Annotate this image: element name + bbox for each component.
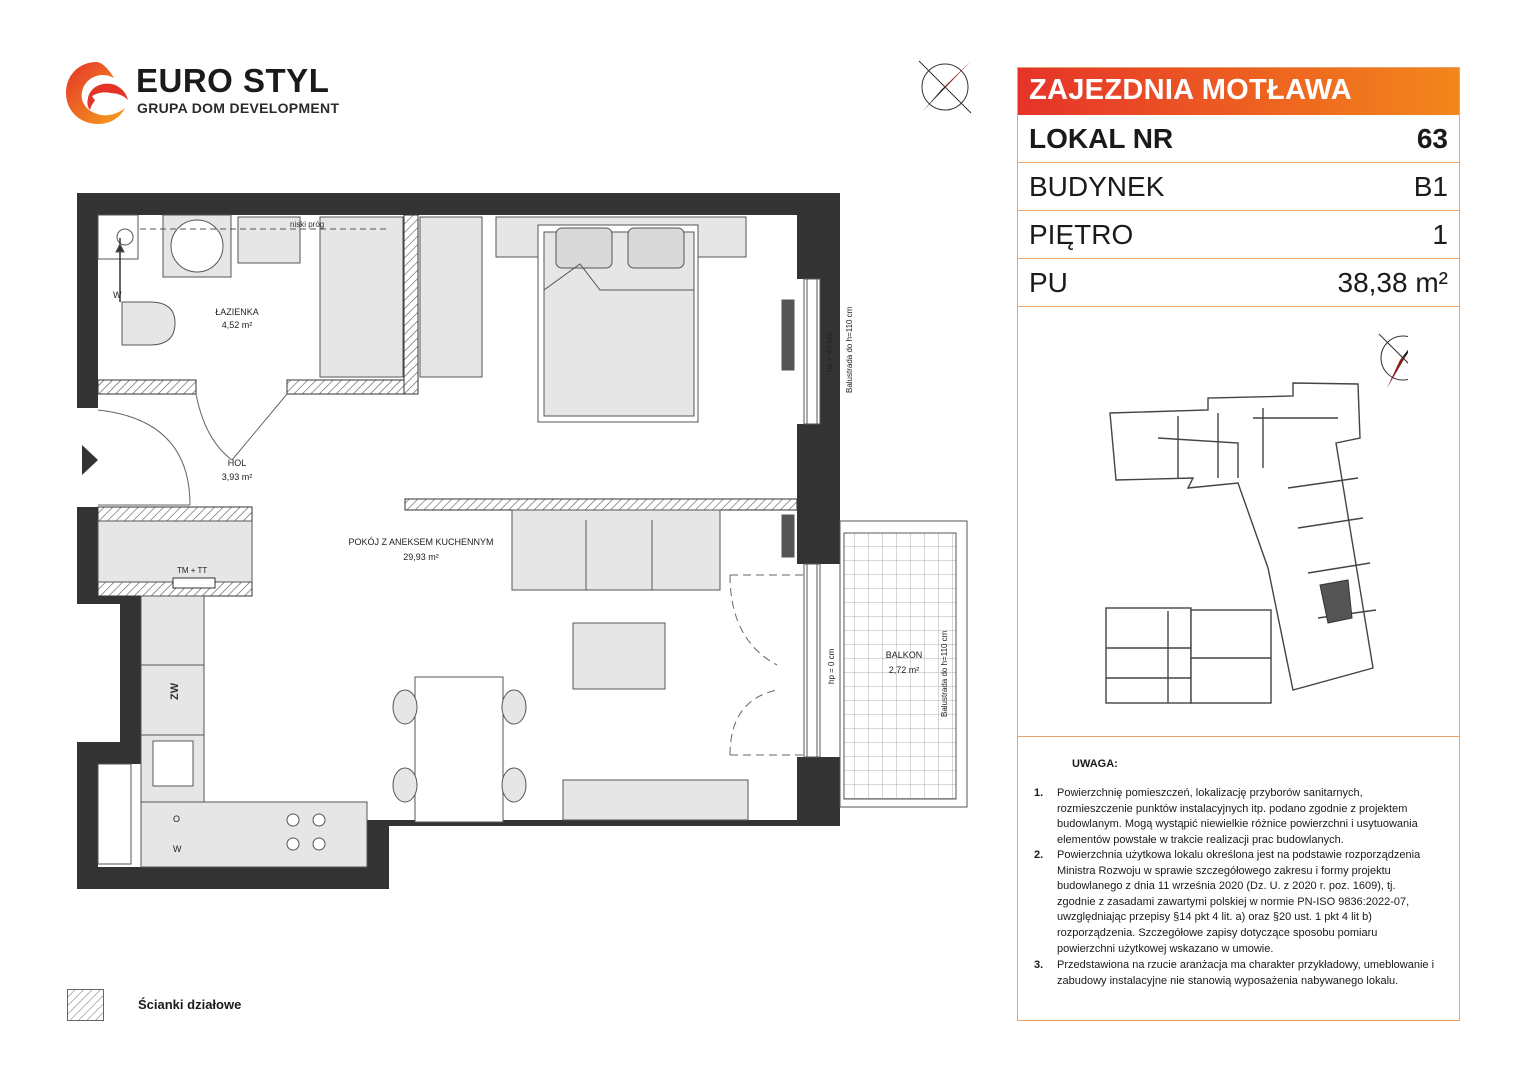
entrance-arrow-icon [82,445,98,475]
logo-mark-icon [66,62,128,124]
windows [781,278,821,758]
note-number: 1. [1034,787,1044,799]
compass-icon [1378,333,1408,388]
railing-label-2: Balustrada do h=110 cm [940,630,949,717]
logo: EURO STYL GRUPA DOM DEVELOPMENT [62,58,342,128]
notes-divider [1018,736,1459,737]
railing-label-1: Balustrada do h=110 cm [845,306,854,393]
walls [77,193,840,889]
row-label: PU [1029,267,1068,298]
row-value: 1 [1432,219,1448,250]
kitchen [97,595,368,868]
project-name: ZAJEZDNIA MOTŁAWA [1029,74,1353,106]
row-building: BUDYNEK B1 [1018,163,1459,211]
window-height-label-2: hp = 0 cm [827,648,836,684]
threshold-label: niski próg [290,220,324,229]
row-label: PIĘTRO [1029,219,1134,250]
wardrobes [97,216,483,583]
row-value: 63 [1416,123,1448,154]
living-furniture [392,509,749,823]
bathroom-fixtures [97,214,404,378]
compass-icon [918,60,972,114]
row-label: BUDYNEK [1029,171,1165,202]
row-value: B1 [1413,171,1448,202]
brand-subtitle: GRUPA DOM DEVELOPMENT [137,100,340,116]
info-panel: ZAJEZDNIA MOTŁAWA LOKAL NR 63 BUDYNEK B1… [1017,67,1460,1021]
room-area: 3,93 m² [222,472,253,482]
room-name: ŁAZIENKA [215,307,259,317]
note-number: 3. [1034,959,1044,971]
notes-title: UWAGA: [1072,758,1118,770]
meter-box [172,577,216,589]
balcony [839,520,968,808]
room-name: HOL [228,458,247,468]
floor-plan: niski próg W TM + TT hp = 40 cm Balu [77,60,972,889]
bed [495,216,747,423]
brand-name: EURO STYL [136,62,330,99]
meter-box-label: TM + TT [177,566,207,575]
row-floor: PIĘTRO 1 [1018,211,1459,259]
legend-label: Ścianki działowe [138,997,242,1012]
room-area: 29,93 m² [403,552,439,562]
unit-highlight [1319,579,1353,624]
room-area: 4,52 m² [222,320,253,330]
room-name: POKÓJ Z ANEKSEM KUCHENNYM [348,537,493,547]
note-number: 2. [1034,849,1044,861]
legend-swatch [67,989,104,1021]
room-name: BALKON [886,650,923,660]
row-area: PU 38,38 m² [1018,259,1459,307]
room-area: 2,72 m² [889,665,920,675]
vent-label: ZW [169,682,181,700]
note-text: Przedstawiona na rzucie aranżacja ma cha… [1057,959,1435,987]
water-label-w1: W [113,290,122,300]
row-value: 38,38 m² [1337,267,1449,298]
building-key-plan [1105,333,1408,704]
window-height-label-1: hp = 40 cm [825,332,834,372]
room-labels: ŁAZIENKA 4,52 m² HOL 3,93 m² POKÓJ Z ANE… [215,307,922,675]
door-swings [97,393,808,756]
row-label: LOKAL NR [1029,123,1174,154]
note-text: Powierzchnię pomieszczeń, lokalizację pr… [1057,787,1418,846]
water-label-o: O [173,814,180,824]
row-unit-number: LOKAL NR 63 [1018,115,1459,163]
water-label-w2: W [173,844,182,854]
note-text: Powierzchnia użytkowa lokalu określona j… [1057,849,1421,955]
project-header: ZAJEZDNIA MOTŁAWA [1018,68,1459,115]
